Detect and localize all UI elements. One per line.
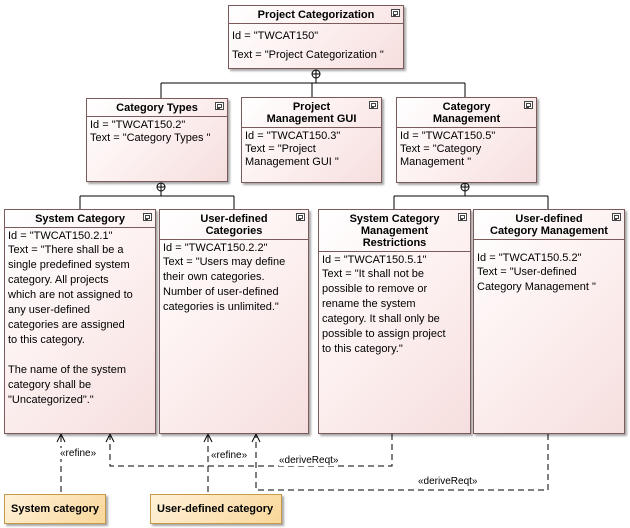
node-id: Id = "TWCAT150" bbox=[232, 30, 319, 42]
requirement-icon bbox=[458, 213, 467, 221]
node-id: Id = "TWCAT150.2.1" bbox=[8, 230, 113, 242]
node-text: Text = "Project Management GUI " bbox=[245, 143, 339, 168]
requirement-category-management[interactable]: Category Management Id = "TWCAT150.5" Te… bbox=[396, 97, 537, 183]
node-text: Text = "User-defined Category Management… bbox=[477, 266, 596, 293]
node-title: Project Management GUI bbox=[266, 101, 357, 125]
node-id: Id = "TWCAT150.5.1" bbox=[322, 254, 427, 266]
requirement-user-defined-categories[interactable]: User-defined Categories Id = "TWCAT150.2… bbox=[159, 209, 309, 434]
requirement-system-category-management-restrictions[interactable]: System Category Management Restrictions … bbox=[318, 209, 471, 434]
requirement-icon bbox=[369, 101, 378, 109]
node-title: Category Management bbox=[432, 101, 501, 125]
requirement-icon bbox=[215, 102, 224, 110]
node-title: System Category bbox=[35, 213, 125, 225]
node-text: Text = "Project Categorization " bbox=[232, 49, 384, 61]
requirement-category-types[interactable]: Category Types Id = "TWCAT150.2" Text = … bbox=[86, 98, 228, 182]
node-title: Project Categorization bbox=[257, 9, 375, 21]
node-title: System Category Management Restrictions bbox=[349, 213, 440, 249]
refine-label: «refine» bbox=[211, 450, 248, 461]
node-title: User-defined Categories bbox=[200, 213, 268, 237]
requirement-icon bbox=[391, 9, 400, 17]
requirement-icon bbox=[524, 101, 533, 109]
node-text: Text = "There shall be a single predefin… bbox=[8, 244, 133, 406]
user-defined-category-element[interactable]: User-defined category bbox=[150, 494, 282, 524]
derive-reqt-label: «deriveReqt» bbox=[418, 476, 478, 487]
requirement-icon bbox=[143, 213, 152, 221]
node-id: Id = "TWCAT150.5" bbox=[400, 130, 496, 142]
node-text: Text = "Category Management " bbox=[400, 143, 482, 168]
requirement-user-defined-category-management[interactable]: User-defined Category Management Id = "T… bbox=[473, 209, 625, 434]
requirement-project-management-gui[interactable]: Project Management GUI Id = "TWCAT150.3"… bbox=[241, 97, 382, 183]
node-title: User-defined Category Management bbox=[490, 213, 608, 237]
derive-reqt-label: «deriveReqt» bbox=[279, 455, 339, 466]
node-id: Id = "TWCAT150.3" bbox=[245, 130, 341, 142]
refine-label: «refine» bbox=[60, 448, 97, 459]
requirement-project-categorization[interactable]: Project Categorization Id = "TWCAT150" T… bbox=[228, 5, 404, 69]
node-id: Id = "TWCAT150.2" bbox=[90, 119, 186, 131]
requirement-system-category[interactable]: System Category Id = "TWCAT150.2.1" Text… bbox=[4, 209, 156, 434]
node-id: Id = "TWCAT150.5.2" bbox=[477, 252, 582, 264]
node-text: Text = "Users may define their own categ… bbox=[163, 256, 286, 313]
node-text: Text = "Category Types " bbox=[90, 132, 211, 144]
requirement-icon bbox=[612, 213, 621, 221]
node-title: Category Types bbox=[116, 102, 198, 114]
node-text: Text = "It shall not be possible to remo… bbox=[322, 268, 446, 355]
system-category-element[interactable]: System category bbox=[4, 494, 106, 524]
node-id: Id = "TWCAT150.2.2" bbox=[163, 242, 268, 254]
requirement-icon bbox=[296, 213, 305, 221]
